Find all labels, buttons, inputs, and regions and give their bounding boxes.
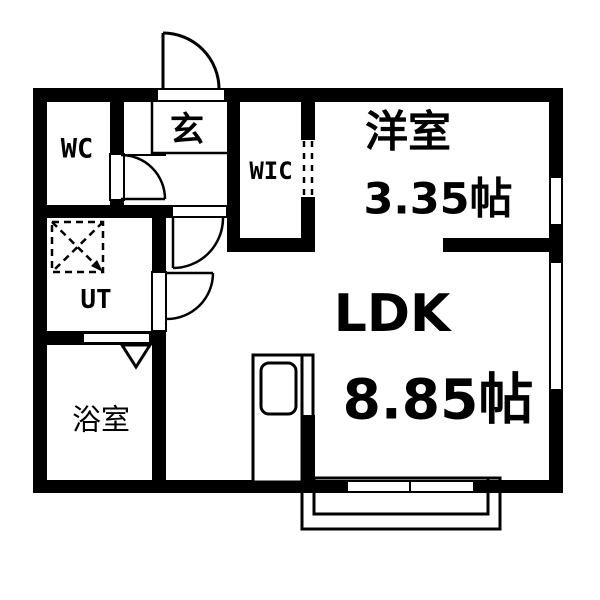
entrance-door-arc xyxy=(162,31,221,90)
bath-folding-door xyxy=(119,343,153,370)
genkan-step-line xyxy=(150,102,227,155)
room-label-wc: WC xyxy=(60,133,94,165)
hall-ldk-door-opening xyxy=(171,205,228,218)
room-label-wic: WIC xyxy=(249,157,293,185)
washer-pan xyxy=(50,220,105,274)
washer-pan-arrowhead xyxy=(91,260,103,272)
room-size-ldk: 8.85帖 xyxy=(342,367,534,432)
balcony-inner xyxy=(312,476,490,516)
room-label-western-room: 洋室 xyxy=(365,107,451,158)
hall-ldk-door-arc xyxy=(172,217,225,270)
wc-door-arc xyxy=(120,153,167,200)
ut-bath-opening xyxy=(82,332,151,344)
wall-wic-ldk xyxy=(227,238,315,252)
wall-left xyxy=(33,102,47,493)
washer-pan-diagonal-1 xyxy=(51,221,99,268)
wc-door-opening xyxy=(109,153,125,201)
wall-ut-right xyxy=(152,218,166,480)
entrance-opening xyxy=(156,88,226,102)
room-label-genkan: 玄 xyxy=(170,110,204,150)
ldk-window xyxy=(549,261,563,391)
wall-kitchen-stub xyxy=(302,415,315,493)
wall-hall-south xyxy=(33,205,172,218)
room-label-ldk: LDK xyxy=(333,284,451,344)
wall-top xyxy=(33,88,563,102)
kitchen-sink xyxy=(259,361,298,416)
ut-door-arc xyxy=(166,272,215,321)
wall-western-ldk xyxy=(443,238,552,252)
room-size-western-room: 3.35帖 xyxy=(363,174,513,225)
room-label-ut: UT xyxy=(80,285,112,315)
room-label-bathroom: 浴室 xyxy=(71,402,131,437)
wall-genkan-wic xyxy=(227,102,240,252)
ut-door-opening xyxy=(151,271,167,332)
western-room-window xyxy=(549,176,563,226)
washer-pan-outline xyxy=(50,220,105,274)
